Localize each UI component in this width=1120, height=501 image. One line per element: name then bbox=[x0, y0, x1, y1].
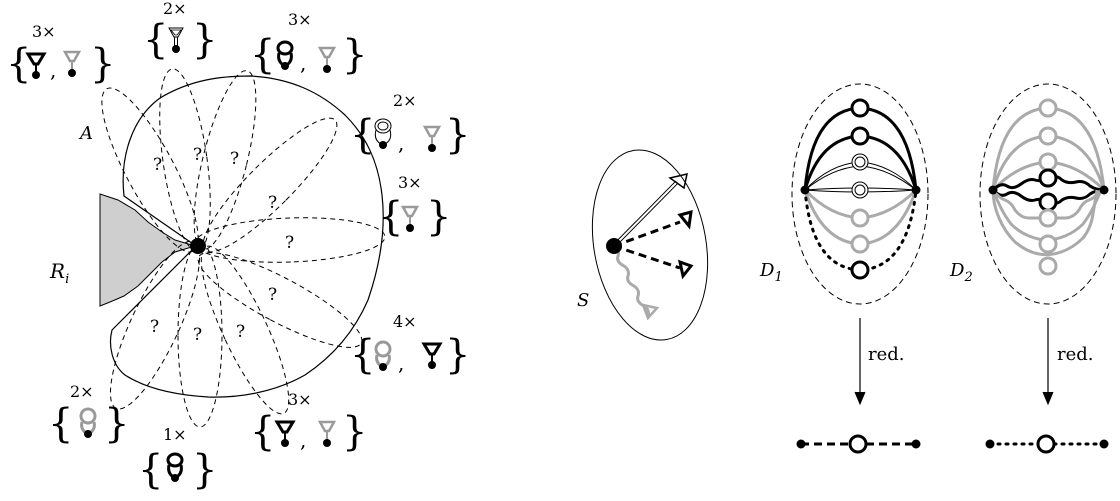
region-d2 bbox=[979, 83, 1117, 305]
label-r-main: R bbox=[49, 259, 65, 283]
label-d1-sub: 1 bbox=[774, 270, 782, 285]
label-d1: D1 bbox=[759, 260, 783, 285]
brace-open: { bbox=[350, 112, 375, 158]
qmark: ? bbox=[285, 233, 294, 253]
label-red-2: red. bbox=[1057, 344, 1094, 365]
comma: , bbox=[300, 51, 306, 75]
label-a: A bbox=[78, 123, 93, 144]
mult-bot-mid: 1× bbox=[163, 425, 187, 444]
brace-open: { bbox=[143, 17, 168, 63]
comma: , bbox=[50, 58, 56, 82]
qmark: ? bbox=[268, 285, 277, 305]
mult-right-lower: 4× bbox=[393, 312, 417, 331]
brace-open: { bbox=[6, 41, 31, 87]
label-d2-sub: 2 bbox=[963, 270, 972, 285]
region-r-i bbox=[99, 193, 197, 307]
qmark: ? bbox=[230, 149, 239, 169]
region-d1 bbox=[791, 83, 929, 305]
label-d1-main: D bbox=[759, 260, 775, 281]
brace-open: { bbox=[250, 32, 275, 78]
brace-open: { bbox=[48, 401, 73, 447]
mult-top-mid: 2× bbox=[163, 0, 187, 18]
label-d2: D2 bbox=[949, 260, 973, 285]
brace-close: } bbox=[445, 332, 470, 378]
mult-right-mid: 3× bbox=[398, 173, 422, 192]
region-a-boundary bbox=[109, 75, 384, 398]
qmark: ? bbox=[236, 322, 245, 342]
brace-close: } bbox=[192, 17, 217, 63]
mult-bot-right: 3× bbox=[288, 390, 312, 409]
brace-open: { bbox=[378, 194, 403, 240]
mult-right-upper: 2× bbox=[393, 91, 417, 110]
brace-open: { bbox=[138, 447, 163, 493]
central-vertex bbox=[190, 238, 206, 254]
qmark: ? bbox=[193, 145, 202, 165]
mult-top-right: 3× bbox=[288, 10, 312, 29]
comma: , bbox=[398, 351, 404, 375]
brace-open: { bbox=[250, 409, 275, 455]
brace-open: { bbox=[350, 332, 375, 378]
comma: , bbox=[300, 428, 306, 452]
label-r-sub: i bbox=[65, 272, 69, 287]
mult-bot-left: 2× bbox=[70, 382, 94, 401]
qmark: ? bbox=[153, 155, 162, 175]
question-marks: ? ? ? ? ? ? ? ? ? bbox=[150, 145, 294, 345]
brace-close: } bbox=[445, 112, 470, 158]
qmark: ? bbox=[150, 317, 159, 337]
qmark: ? bbox=[193, 325, 202, 345]
region-s bbox=[591, 149, 709, 341]
brace-close: } bbox=[426, 194, 451, 240]
mult-top-left: 3× bbox=[32, 22, 56, 41]
brace-close: } bbox=[90, 41, 115, 87]
brace-close: } bbox=[192, 447, 217, 493]
brace-close: } bbox=[342, 32, 367, 78]
brace-close: } bbox=[104, 401, 129, 447]
brace-close: } bbox=[342, 409, 367, 455]
label-s: S bbox=[577, 290, 589, 311]
label-d2-main: D bbox=[949, 260, 965, 281]
label-red-1: red. bbox=[868, 344, 905, 365]
label-r: Ri bbox=[49, 259, 69, 287]
qmark: ? bbox=[268, 193, 277, 213]
comma: , bbox=[398, 131, 404, 155]
